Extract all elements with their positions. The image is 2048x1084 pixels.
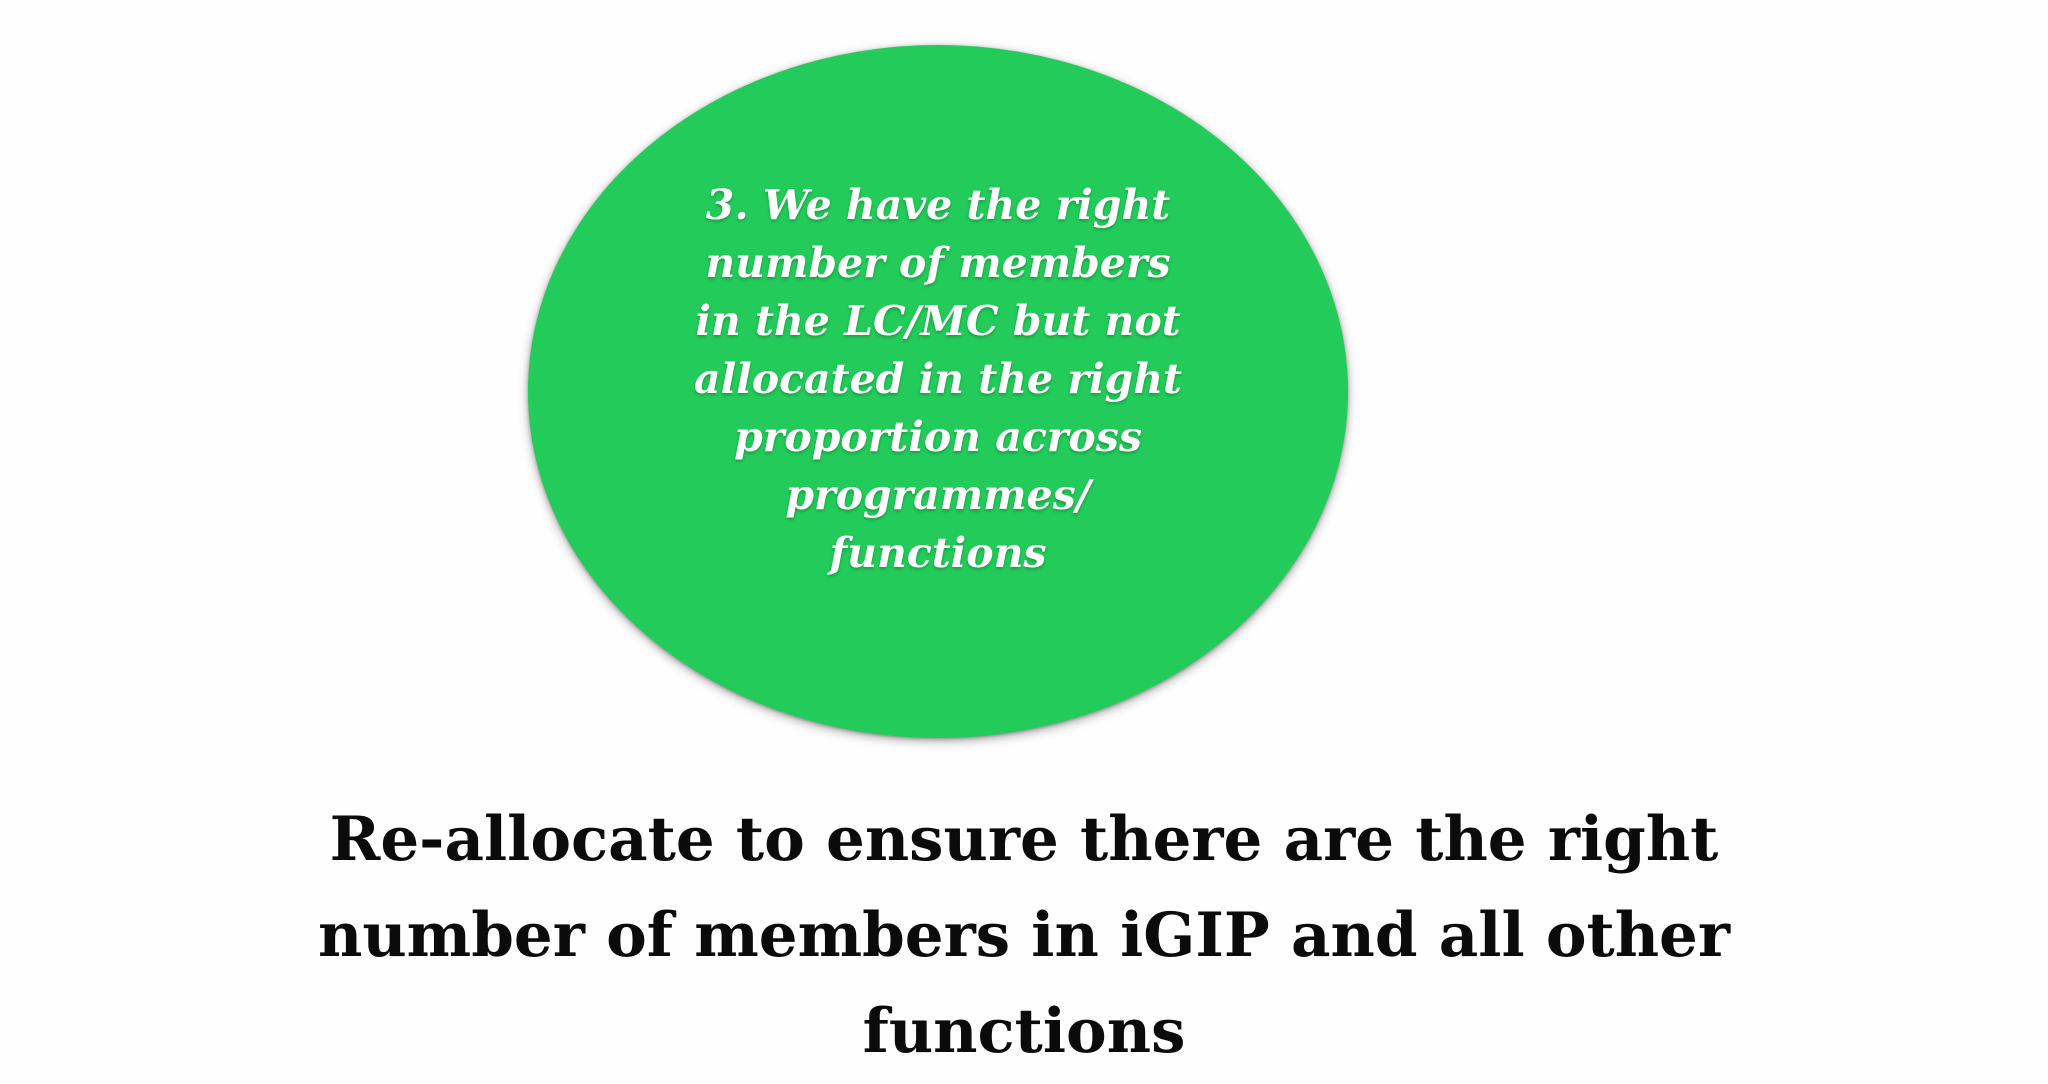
circle-statement: 3. We have the right number of members i… xyxy=(694,181,1182,577)
green-circle xyxy=(528,45,1348,738)
slide-caption: Re-allocate to ensure there are the righ… xyxy=(317,804,1731,1067)
